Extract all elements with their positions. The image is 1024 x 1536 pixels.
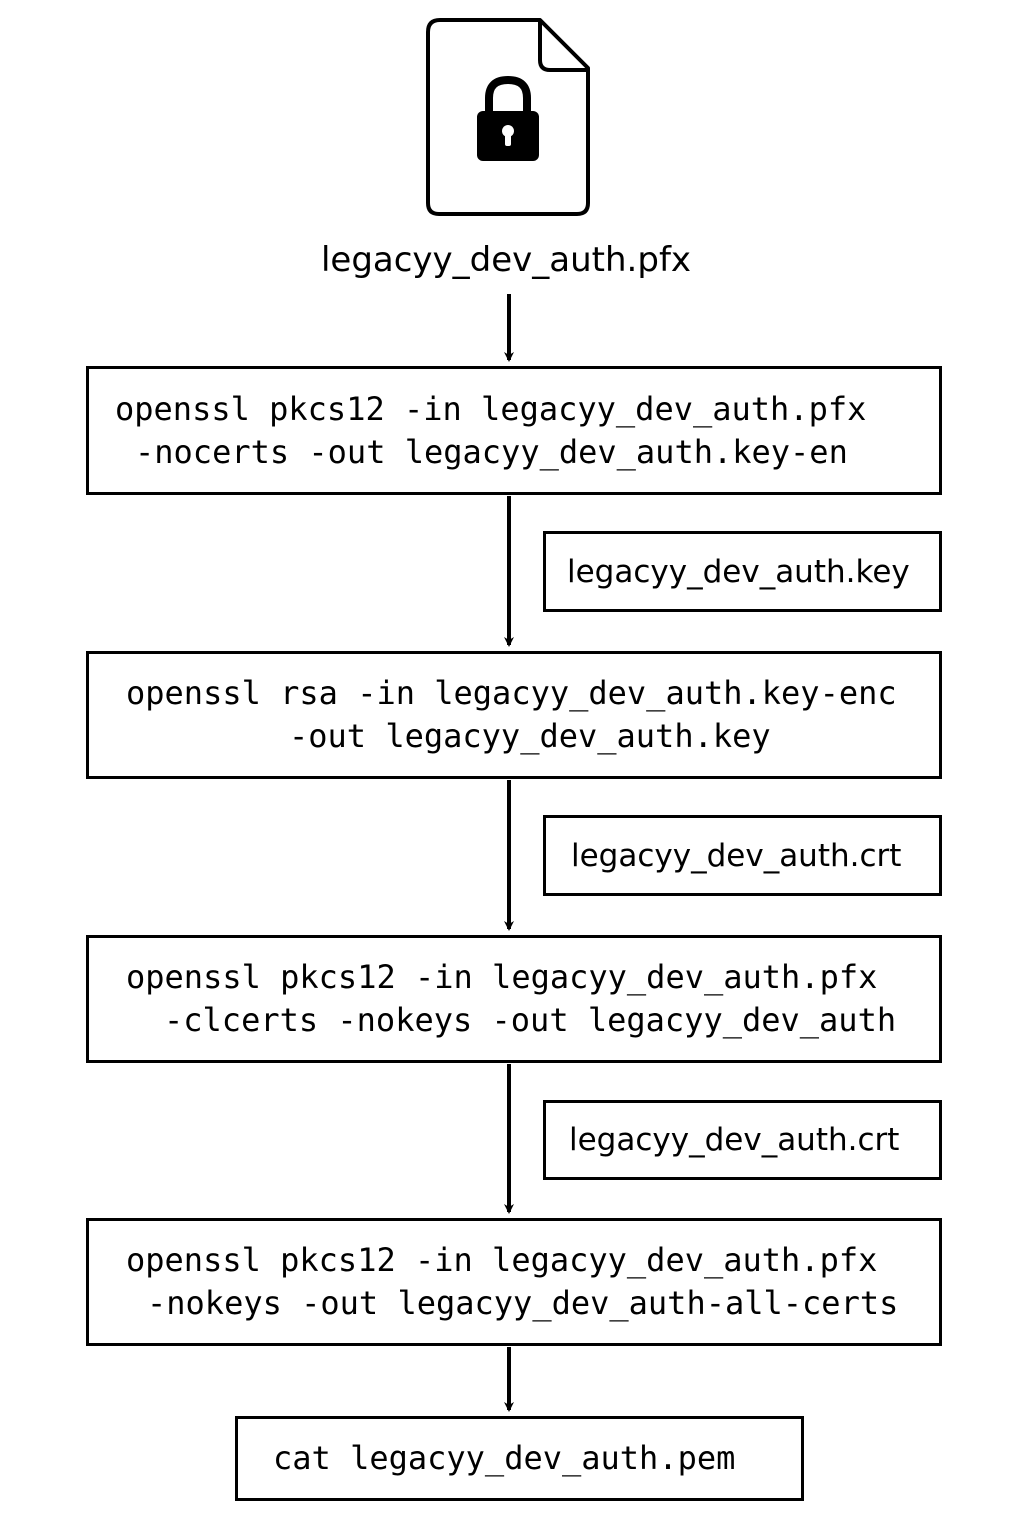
command-box-step-1: openssl pkcs12 -in legacyy_dev_auth.pfx … — [86, 366, 942, 495]
command-box-step-3: openssl pkcs12 -in legacyy_dev_auth.pfx … — [86, 935, 942, 1063]
command-box-step-4: openssl pkcs12 -in legacyy_dev_auth.pfx … — [86, 1218, 942, 1346]
command-box-step-2: openssl rsa -in legacyy_dev_auth.key-enc… — [86, 651, 942, 779]
command-box-step-5: cat legacyy_dev_auth.pem — [235, 1416, 804, 1501]
output-file-name: legacyy_dev_auth.key — [567, 553, 910, 590]
padlock-icon — [477, 75, 539, 161]
output-file-name: legacyy_dev_auth.crt — [569, 1122, 900, 1158]
source-file-name: legacyy_dev_auth.pfx — [320, 240, 692, 280]
command-line: openssl pkcs12 -in legacyy_dev_auth.pfx — [115, 389, 867, 428]
command-line: openssl pkcs12 -in legacyy_dev_auth.pfx — [126, 1241, 878, 1279]
output-file-name: legacyy_dev_auth.crt — [571, 837, 902, 874]
command-line: -nokeys -out legacyy_dev_auth-all-certs — [147, 1284, 899, 1322]
command-line: openssl rsa -in legacyy_dev_auth.key-enc — [126, 674, 897, 712]
command-line: -nocerts -out legacyy_dev_auth.key-en — [135, 432, 848, 471]
output-file-box-1: legacyy_dev_auth.key — [543, 531, 942, 612]
command-line: openssl pkcs12 -in legacyy_dev_auth.pfx — [126, 958, 878, 996]
command-line: -out legacyy_dev_auth.key — [289, 717, 771, 755]
output-file-box-3: legacyy_dev_auth.crt — [543, 1100, 942, 1180]
command-line: cat legacyy_dev_auth.pem — [273, 1439, 736, 1477]
output-file-box-2: legacyy_dev_auth.crt — [543, 815, 942, 896]
locked-file-icon — [426, 18, 590, 216]
command-line: -clcerts -nokeys -out legacyy_dev_auth — [164, 1001, 897, 1039]
